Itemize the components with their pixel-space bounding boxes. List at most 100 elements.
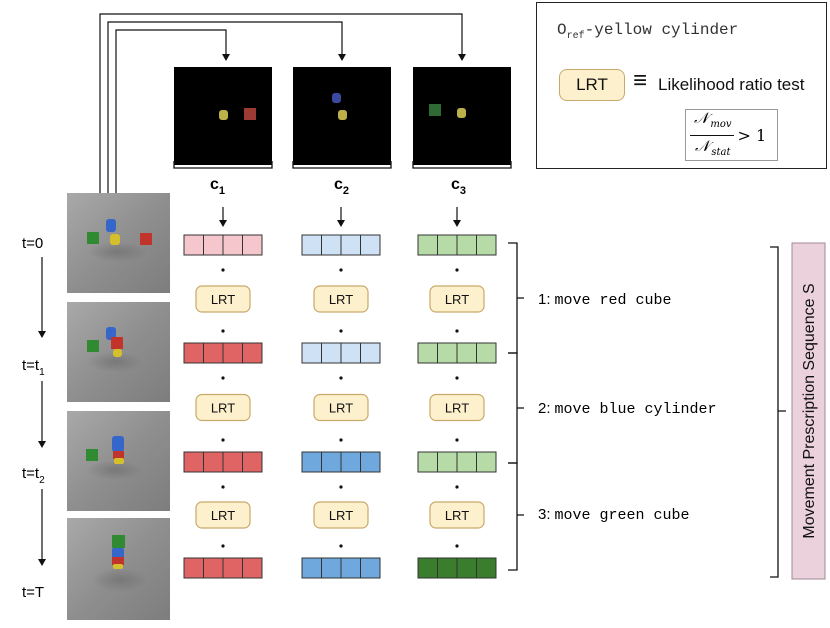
legend-box: Oref-yellow cylinder LRT ≡ Likelihood ra…: [536, 2, 827, 169]
red-cube: [113, 451, 124, 459]
step-braces: [508, 242, 524, 571]
yellow-cylinder: [114, 458, 124, 464]
feature-cell: [183, 342, 204, 364]
ellipsis-dot: [221, 438, 225, 442]
feature-cell: [183, 451, 204, 473]
camera-label-2: c2: [334, 176, 349, 197]
feature-cell: [360, 451, 381, 473]
camera-view-2: [293, 67, 391, 165]
feature-cell: [321, 342, 342, 364]
feature-cell: [417, 451, 438, 473]
red-cube: [140, 233, 152, 245]
sequence-brace: [770, 246, 786, 578]
feature-cell: [437, 451, 458, 473]
feature-cell: [456, 234, 477, 256]
connector-c1: [99, 13, 466, 195]
time-label-1: t=t1: [22, 357, 45, 378]
camera-view-3: [413, 67, 511, 165]
lrt-chip-label: LRT: [329, 508, 353, 523]
feature-cell: [203, 234, 224, 256]
yellow-cylinder: [113, 564, 123, 569]
equivalence-symbol: ≡: [633, 67, 648, 94]
lrt-chip: LRT: [429, 393, 485, 422]
camera-label-3: c3: [451, 176, 466, 197]
lrt-chip: LRT: [195, 285, 251, 313]
lrt-chip: LRT: [195, 393, 251, 422]
feature-cell: [242, 557, 263, 579]
red-cube: [244, 108, 256, 120]
ellipsis-dot: [339, 376, 343, 380]
move-label-1: 1:move red cube: [538, 291, 672, 309]
feature-cell: [321, 234, 342, 256]
feature-cell: [437, 342, 458, 364]
blue-cylinder: [106, 327, 116, 340]
feature-cell: [242, 451, 263, 473]
feature-cell: [340, 234, 361, 256]
denominator-symbol: 𝒩: [695, 136, 710, 155]
oref-rest: -yellow cylinder: [584, 21, 739, 39]
feature-cell: [417, 557, 438, 579]
green-cube: [112, 535, 125, 548]
lrt-chip: LRT: [429, 501, 485, 529]
ellipsis-dot: [455, 544, 459, 548]
lrt-chip-label: LRT: [329, 401, 353, 416]
feature-cell: [203, 451, 224, 473]
feature-cell: [437, 234, 458, 256]
feature-cell: [417, 234, 438, 256]
camera-label-1: c1: [210, 176, 225, 197]
yellow-cylinder: [338, 110, 347, 120]
feature-cell: [301, 451, 322, 473]
feature-cell: [203, 342, 224, 364]
ellipsis-dot: [339, 544, 343, 548]
red-cube: [112, 557, 124, 565]
green-cube: [429, 104, 441, 116]
green-cube: [87, 340, 99, 352]
feature-cell: [242, 342, 263, 364]
blue-cylinder: [112, 436, 124, 452]
sequence-label: Movement Prescription Sequence S: [801, 283, 818, 538]
ellipsis-dot: [221, 376, 225, 380]
lrt-chip: LRT: [313, 285, 369, 313]
sequence-box: Movement Prescription Sequence S: [791, 242, 826, 580]
feature-cell: [203, 557, 224, 579]
formula-comparison: > 1: [737, 125, 767, 145]
feature-cell: [340, 342, 361, 364]
move-label-2: 2:move blue cylinder: [538, 400, 717, 418]
lrt-chip-label: LRT: [211, 292, 235, 307]
lrt-chip-label: LRT: [445, 292, 469, 307]
camera-view-1: [174, 67, 272, 165]
time-label-2: t=t2: [22, 465, 45, 486]
time-label-0: t=0: [22, 235, 43, 252]
camera-braces: [173, 161, 512, 169]
feature-cell: [321, 557, 342, 579]
move-label-3: 3:move green cube: [538, 506, 690, 524]
ellipsis-dot: [221, 544, 225, 548]
feature-cell: [456, 342, 477, 364]
blue-cylinder: [112, 548, 124, 558]
feature-cell: [222, 342, 243, 364]
scene-frame-t2: [67, 411, 170, 511]
connector-c3: [115, 29, 230, 195]
scene-frame-tT: [67, 518, 170, 620]
feature-cell: [222, 451, 243, 473]
step-brace-1: [508, 242, 524, 354]
feature-cell: [476, 234, 497, 256]
feature-cell: [476, 342, 497, 364]
reference-object-label: Oref-yellow cylinder: [557, 21, 738, 42]
lrt-description: Likelihood ratio test: [658, 75, 805, 94]
feature-cell: [340, 451, 361, 473]
ellipsis-dot: [339, 268, 343, 272]
feature-cell: [360, 557, 381, 579]
feature-cell: [183, 557, 204, 579]
ellipsis-dot: [455, 376, 459, 380]
blue-cylinder: [332, 93, 341, 103]
step-brace-2: [508, 352, 524, 464]
lrt-chip: LRT: [313, 501, 369, 529]
oref-main: O: [557, 21, 567, 39]
lrt-chip-label: LRT: [329, 292, 353, 307]
numerator-symbol: 𝒩: [694, 108, 709, 127]
